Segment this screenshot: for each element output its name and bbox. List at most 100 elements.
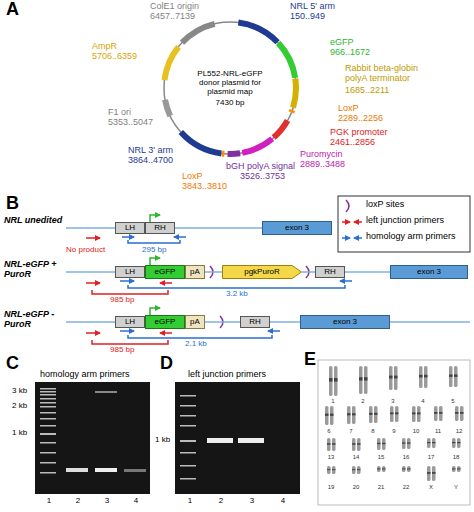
chromosome bbox=[419, 366, 423, 388]
chromosome-band bbox=[417, 412, 421, 414]
chromosome-band bbox=[332, 443, 336, 445]
chromosome-band bbox=[327, 443, 331, 445]
gene-connector bbox=[345, 271, 390, 273]
chromosome bbox=[455, 406, 459, 421]
chromosome-band bbox=[427, 472, 431, 474]
label: 8 bbox=[366, 428, 380, 435]
chromosome-band bbox=[334, 378, 338, 382]
chromosome-band bbox=[329, 378, 333, 382]
label: 5 bbox=[446, 398, 460, 405]
node-text: pA bbox=[190, 268, 200, 276]
chromosome-band bbox=[352, 443, 356, 445]
plasmid-circle: PL552-NRL-eGFP donor plasmid for plasmid… bbox=[175, 33, 285, 143]
chromosome bbox=[352, 466, 356, 474]
gel-c bbox=[35, 382, 150, 494]
label: 9 bbox=[387, 428, 401, 435]
chromosome bbox=[330, 406, 334, 425]
chromosome-band bbox=[455, 412, 459, 414]
node-text: eGFP bbox=[155, 268, 176, 276]
label: 2889..3488 bbox=[300, 160, 345, 170]
label: 10 bbox=[409, 428, 423, 435]
label: 3 bbox=[386, 398, 400, 405]
chromosome bbox=[454, 366, 458, 387]
gene-connector bbox=[205, 271, 222, 273]
label: 3 bbox=[100, 497, 114, 506]
chromosome-band bbox=[419, 375, 423, 378]
egfp-box: eGFP bbox=[145, 265, 185, 279]
chromosome-band bbox=[432, 442, 436, 443]
label: 3.2 kb bbox=[226, 290, 248, 299]
chromosome bbox=[352, 406, 356, 424]
chromosome bbox=[460, 406, 464, 421]
chromosome bbox=[377, 466, 381, 472]
chromosome-band bbox=[357, 469, 361, 470]
chromosome-band bbox=[327, 469, 331, 470]
panel-letter: A bbox=[6, 0, 19, 20]
chromosome-band bbox=[389, 376, 393, 379]
chromosome-band bbox=[330, 414, 334, 416]
label: 2461..2856 bbox=[330, 138, 375, 148]
chromosome bbox=[382, 438, 386, 450]
chromosome bbox=[377, 438, 381, 450]
chromosome-band bbox=[424, 375, 428, 378]
chromosome-band bbox=[377, 443, 381, 444]
chromosome bbox=[357, 438, 361, 451]
gel-d bbox=[175, 382, 300, 494]
chromosome-band bbox=[377, 468, 381, 469]
node-text: LH bbox=[125, 318, 135, 326]
label: 295 bp bbox=[142, 246, 166, 255]
chromosome bbox=[352, 438, 356, 451]
label: Rabbit beta-globin polyA terminator bbox=[345, 64, 440, 84]
chromosome-band bbox=[364, 377, 368, 380]
label: homology arm primers bbox=[40, 370, 130, 380]
label: NRL 5' arm bbox=[290, 2, 335, 12]
chromosome bbox=[332, 438, 336, 451]
panel-letter: C bbox=[6, 354, 19, 374]
chromosome bbox=[412, 406, 416, 422]
label: 4 bbox=[276, 497, 290, 506]
legend-text: homology arm primers bbox=[366, 232, 456, 242]
homology-arm-box: LH bbox=[115, 222, 145, 234]
gene-connector bbox=[205, 321, 240, 323]
label: Puromycin bbox=[300, 150, 343, 160]
label: 3 kb bbox=[12, 387, 27, 396]
chromosome bbox=[407, 438, 411, 449]
label: No product bbox=[66, 246, 105, 255]
label: 21 bbox=[374, 484, 388, 491]
label: 3843..3810 bbox=[182, 182, 227, 192]
label: LoxP bbox=[182, 172, 203, 182]
puro-cassette-arrow: pgkPuroR bbox=[222, 265, 302, 279]
label: X bbox=[424, 484, 438, 491]
label: 985 bp bbox=[110, 296, 134, 305]
chromosome bbox=[389, 366, 393, 390]
chromosome bbox=[347, 406, 351, 424]
chromosome bbox=[432, 466, 436, 481]
label: 1 bbox=[183, 497, 197, 506]
chromosome-band bbox=[427, 442, 431, 443]
node-text: 7430 bp bbox=[216, 98, 245, 107]
label: 18 bbox=[449, 454, 463, 461]
label: 16 bbox=[399, 454, 413, 461]
label: 19 bbox=[324, 484, 338, 491]
panel-letter: D bbox=[160, 354, 173, 374]
node-text: pA bbox=[190, 318, 200, 326]
exon-box: exon 3 bbox=[262, 221, 332, 235]
legend-text: loxP sites bbox=[366, 200, 404, 210]
chromosome bbox=[439, 406, 443, 421]
label: Y bbox=[449, 484, 463, 491]
chromosome-band bbox=[394, 376, 398, 379]
chromosome bbox=[395, 406, 399, 422]
chromosome bbox=[390, 406, 394, 422]
label: eGFP bbox=[330, 38, 354, 48]
node-text: LH bbox=[125, 268, 135, 276]
chromosome bbox=[327, 466, 331, 474]
label: 3864..4700 bbox=[128, 156, 173, 166]
label: 985 bp bbox=[110, 346, 134, 355]
label: 7 bbox=[344, 428, 358, 435]
label: 1685..2211 bbox=[345, 86, 389, 96]
label: 2 bbox=[71, 497, 85, 506]
chromosome-band bbox=[432, 472, 436, 474]
label: 3 bbox=[245, 497, 259, 506]
node-text: RH bbox=[324, 268, 336, 276]
label: 11 bbox=[431, 428, 445, 435]
